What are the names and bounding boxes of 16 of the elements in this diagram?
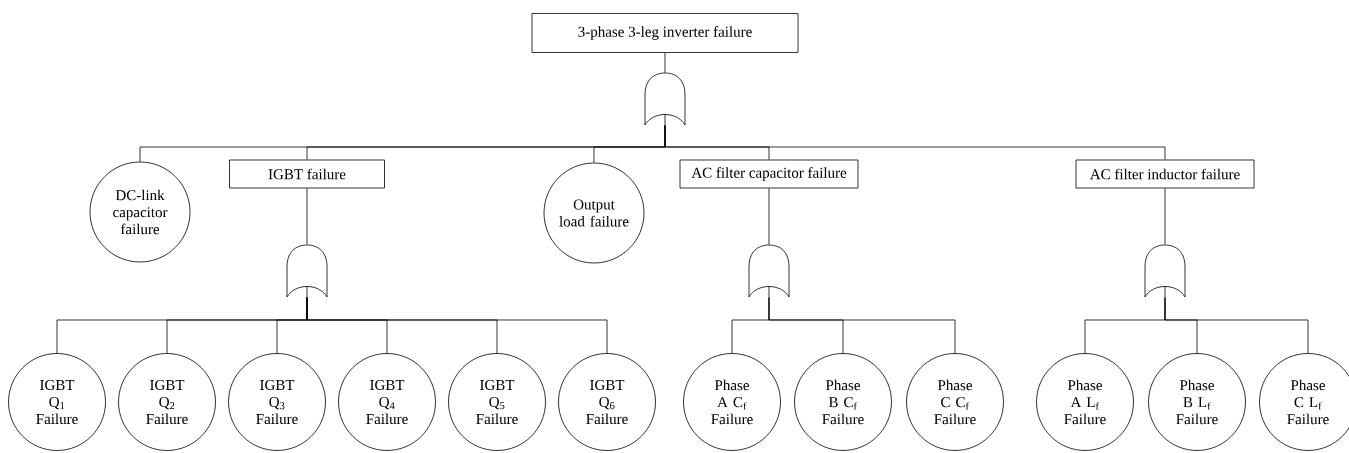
event-box: 3-phase 3-leg inverter failure (531, 13, 799, 53)
connector-line (768, 188, 770, 245)
connector-line (306, 297, 608, 354)
or-gate-symbol (748, 244, 790, 298)
or-gate-symbol (644, 72, 686, 126)
event-box: IGBT failure (229, 159, 385, 189)
event-box: AC filter inductor failure (1075, 159, 1255, 189)
event-box: AC filter capacitor failure (679, 159, 859, 189)
connector-line (664, 52, 666, 73)
or-gate-symbol (286, 244, 328, 298)
or-gate-symbol (1144, 244, 1186, 298)
connector-line (306, 188, 308, 245)
connector-line (1164, 297, 1309, 354)
connector-line (1164, 188, 1166, 245)
connector-line (768, 297, 956, 354)
connector-line (664, 125, 1166, 160)
